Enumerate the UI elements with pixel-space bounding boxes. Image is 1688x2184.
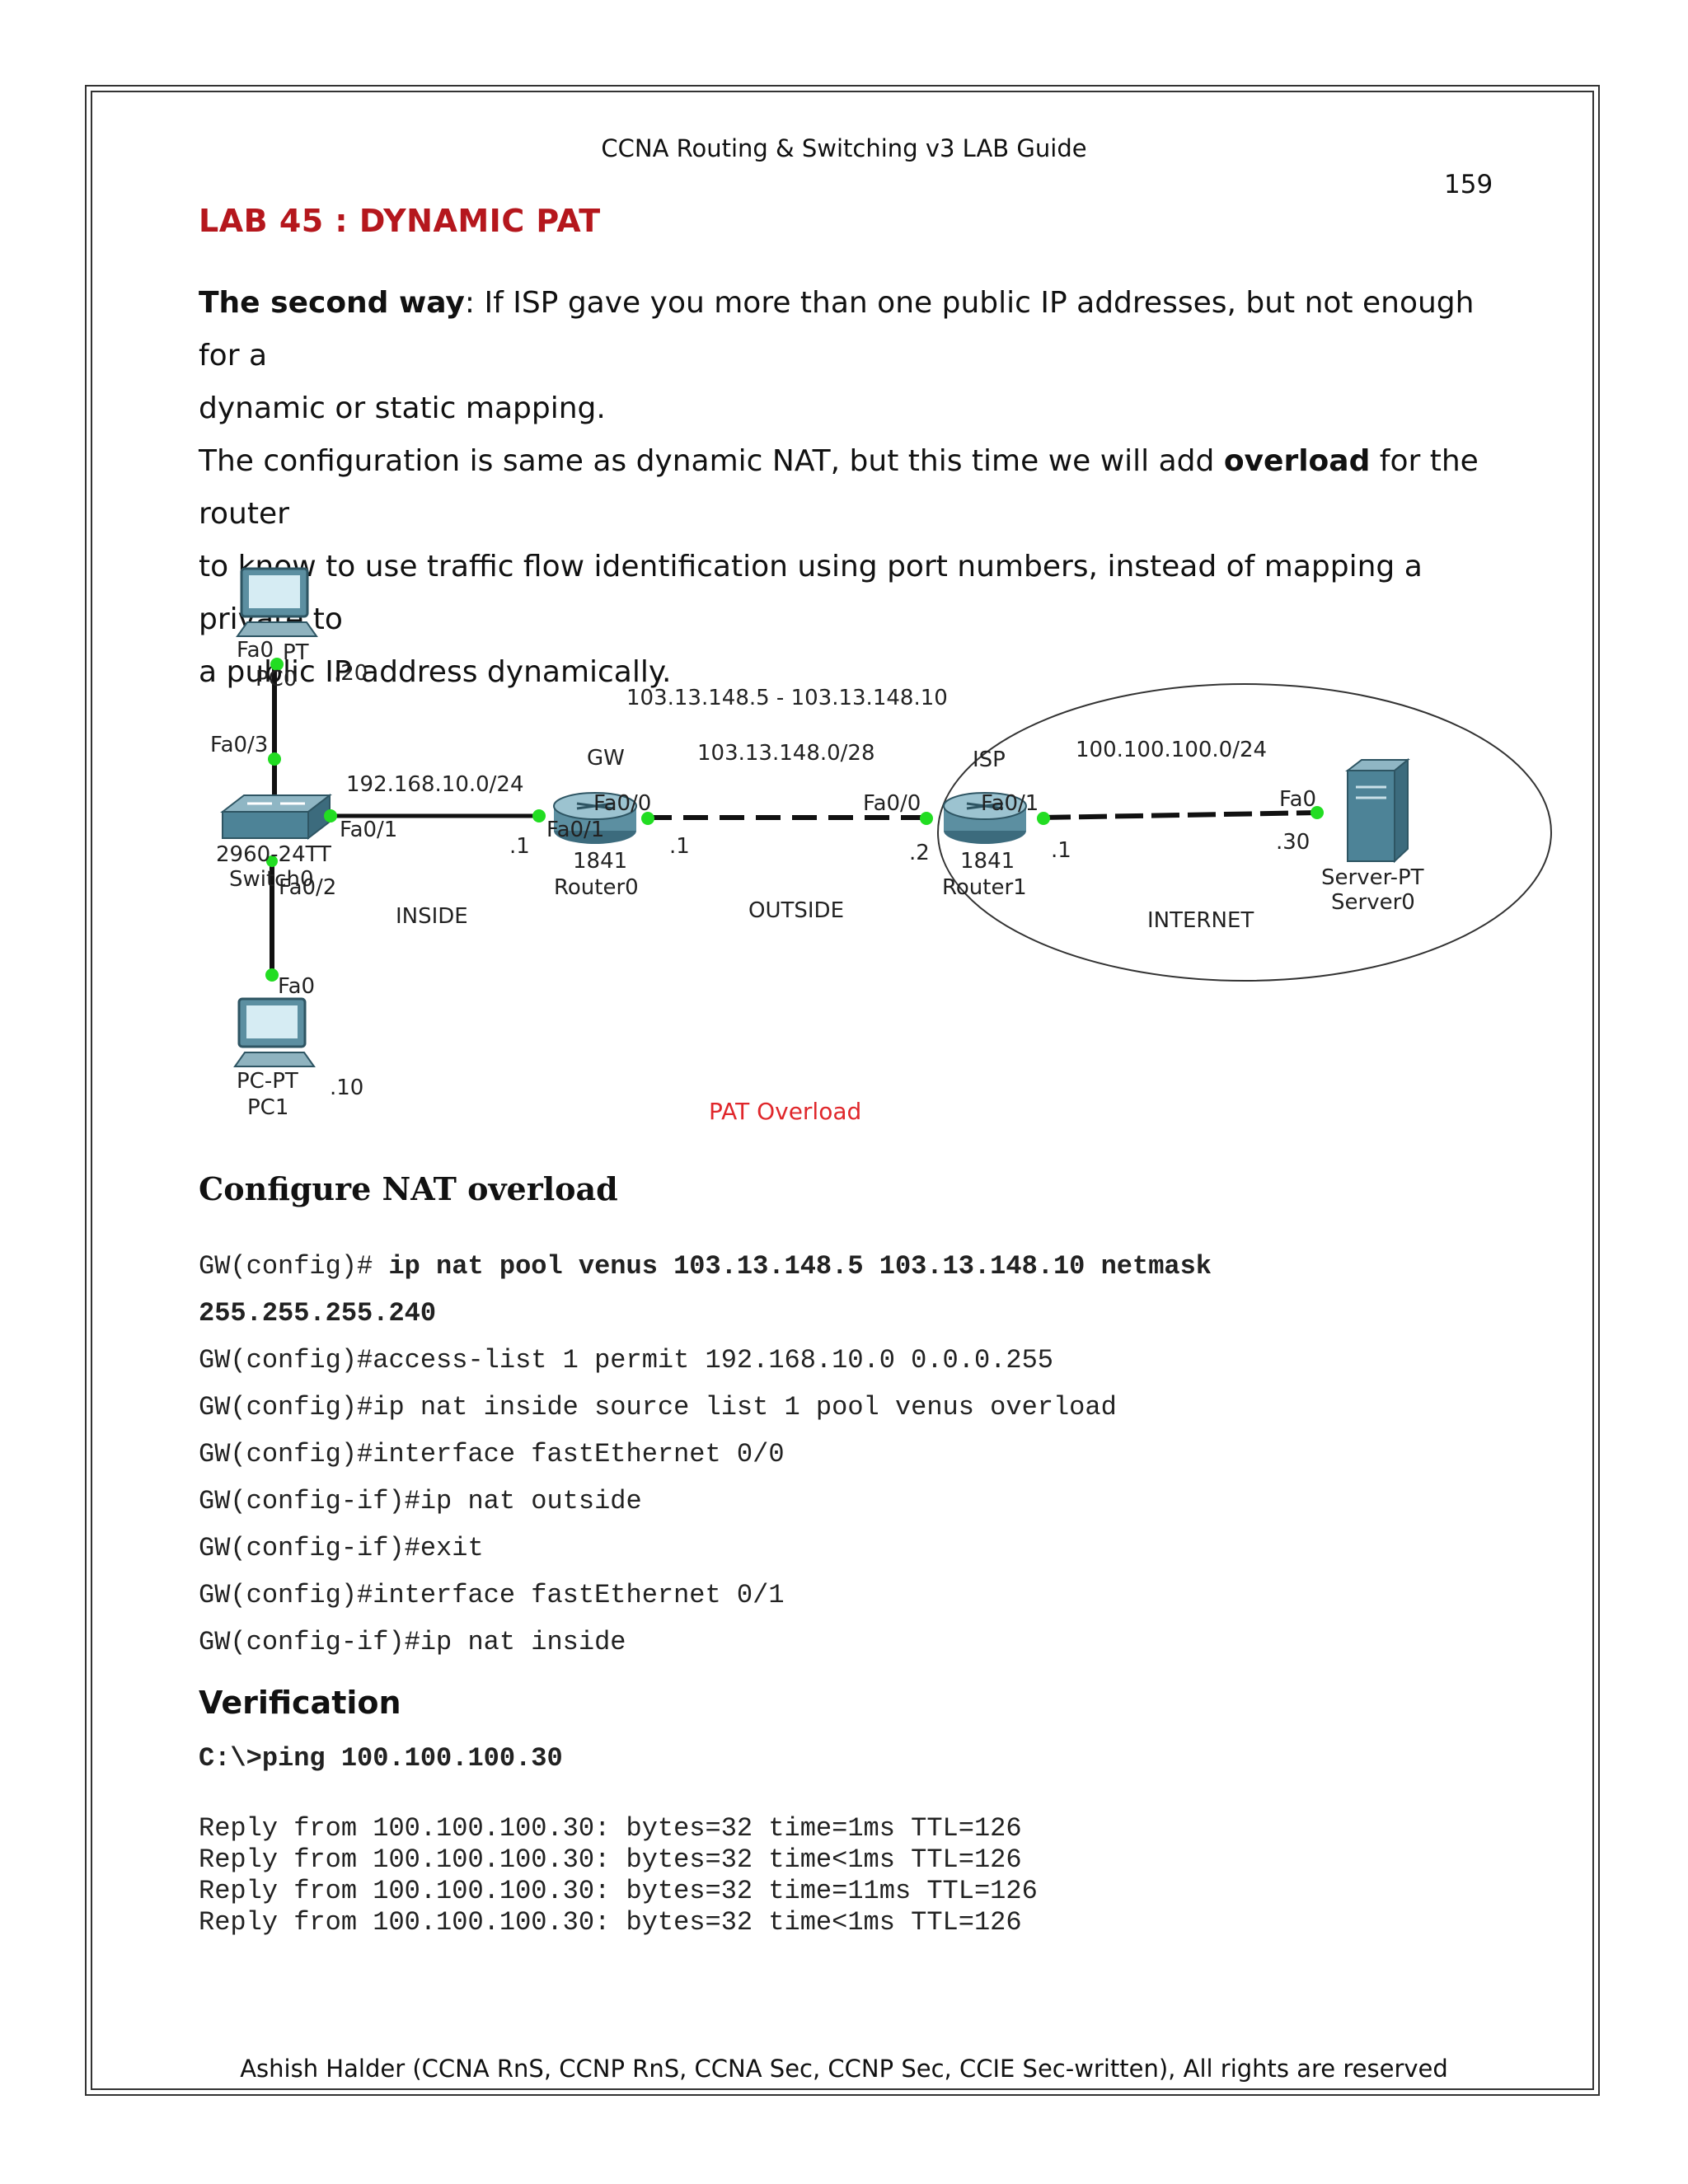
- config-netmask: 255.255.255.240: [199, 1298, 437, 1329]
- zone-inside: INSIDE: [396, 904, 468, 929]
- isp-router-icon[interactable]: [943, 792, 1027, 844]
- config-line: GW(config)#ip nat inside source list 1 p…: [199, 1392, 1117, 1422]
- link-dot: [268, 752, 281, 766]
- gw-ip-out: .1: [669, 834, 690, 859]
- intro-line3-pre: The configuration is same as dynamic NAT…: [199, 444, 1224, 478]
- verification-heading: Verification: [199, 1685, 401, 1721]
- gw-ip-in: .1: [509, 834, 530, 859]
- intro-line2: dynamic or static mapping.: [199, 391, 606, 425]
- intro-line3-post: for the router: [199, 444, 1479, 531]
- link-dot: [1037, 812, 1050, 825]
- switch-icon[interactable]: [220, 793, 332, 841]
- intro-lead: The second way: [199, 286, 465, 320]
- ping-reply: Reply from 100.100.100.30: bytes=32 time…: [199, 1813, 1022, 1844]
- link-dot: [641, 812, 654, 825]
- zone-outside: OUTSIDE: [748, 898, 844, 923]
- ping-reply: Reply from 100.100.100.30: bytes=32 time…: [199, 1844, 1022, 1875]
- gw-name: Router0: [554, 875, 639, 900]
- pc0-name: PC0: [256, 667, 297, 691]
- internet-net: 100.100.100.0/24: [1076, 738, 1267, 762]
- isp-name: Router1: [942, 875, 1027, 900]
- link-dot: [266, 855, 278, 867]
- isp-ip-in: .2: [909, 841, 930, 865]
- gw-iface-in: Fa0/1: [546, 818, 604, 842]
- zone-internet: INTERNET: [1147, 908, 1254, 933]
- network-topology-diagram: Fa0 PT PC0 .20 Fa0/3 Fa0/1 2960-24TT Swi…: [210, 567, 1552, 1125]
- link-dot: [270, 658, 284, 671]
- pc0-ip: .20: [334, 661, 368, 686]
- ping-reply: Reply from 100.100.100.30: bytes=32 time…: [199, 1907, 1022, 1938]
- ping-command: C:\>ping 100.100.100.30: [199, 1743, 563, 1774]
- diagram-caption: PAT Overload: [709, 1098, 861, 1125]
- config-line: GW(config-if)#exit: [199, 1533, 484, 1563]
- pc1-model: PC-PT: [237, 1069, 298, 1094]
- pc1-name: PC1: [247, 1095, 288, 1120]
- inside-net: 192.168.10.0/24: [346, 772, 524, 797]
- link-dot: [1311, 806, 1324, 819]
- intro-line4: to know to use traffic flow identificati…: [199, 550, 1423, 636]
- pc0-model: PT: [283, 640, 309, 665]
- outside-net: 103.13.148.0/28: [697, 741, 875, 766]
- lab-title: LAB 45 : DYNAMIC PAT: [199, 203, 601, 239]
- gw-router-icon[interactable]: [553, 792, 637, 844]
- pc0-iface: Fa0: [237, 638, 274, 663]
- switch-name: Switch0: [229, 867, 314, 892]
- server-icon[interactable]: [1345, 757, 1410, 864]
- isp-model: 1841: [960, 849, 1015, 874]
- pc1-ip: .10: [330, 1076, 363, 1100]
- pc0-icon[interactable]: [236, 567, 318, 637]
- config-line: GW(config)#interface fastEthernet 0/1: [199, 1580, 785, 1610]
- link-dot: [324, 809, 337, 823]
- config-line: GW(config-if)#ip nat outside: [199, 1486, 642, 1516]
- internet-zone-ellipse: [937, 683, 1552, 982]
- server-model: Server-PT: [1321, 865, 1424, 890]
- link-dot: [532, 809, 546, 823]
- gw-model: 1841: [573, 849, 627, 874]
- server-iface: Fa0: [1279, 787, 1316, 812]
- link-dot: [265, 968, 279, 982]
- intro-line1: : If ISP gave you more than one public I…: [199, 286, 1475, 373]
- pool-range: 103.13.148.5 - 103.13.148.10: [626, 686, 948, 710]
- isp-iface-out: Fa0/1: [981, 791, 1039, 816]
- server-ip: .30: [1276, 830, 1310, 855]
- config-line: GW(config)#interface fastEthernet 0/0: [199, 1439, 785, 1469]
- config-line-2: 255.255.255.240: [199, 1298, 436, 1329]
- isp-ip-out: .1: [1051, 838, 1071, 863]
- link-isp-server: [1042, 810, 1320, 820]
- isp-label: ISP: [973, 748, 1006, 772]
- config-prompt: GW(config)#: [199, 1251, 389, 1282]
- config-line: GW(config)#access-list 1 permit 192.168.…: [199, 1345, 1053, 1376]
- page-border-inner: [91, 91, 1594, 2090]
- gw-label: GW: [587, 746, 625, 771]
- config-line: GW(config-if)#ip nat inside: [199, 1627, 626, 1657]
- page-border-outer: [85, 85, 1600, 2096]
- link-dot: [920, 812, 933, 825]
- intro-paragraph: The second way: If ISP gave you more tha…: [199, 277, 1501, 699]
- running-header: CCNA Routing & Switching v3 LAB Guide: [601, 134, 1087, 162]
- switch-port-down: Fa0/2: [279, 875, 336, 900]
- switch-port-up: Fa0/3: [210, 733, 268, 757]
- switch-model: 2960-24TT: [216, 842, 331, 867]
- config-line-1: GW(config)# ip nat pool venus 103.13.148…: [199, 1251, 1212, 1282]
- config-pool-cmd: ip nat pool venus 103.13.148.5 103.13.14…: [388, 1251, 1212, 1282]
- page-number: 159: [1444, 170, 1493, 199]
- ping-reply: Reply from 100.100.100.30: bytes=32 time…: [199, 1876, 1038, 1906]
- isp-iface-in: Fa0/0: [863, 791, 921, 816]
- pc1-icon[interactable]: [233, 997, 316, 1067]
- page-footer: Ashish Halder (CCNA RnS, CCNP RnS, CCNA …: [240, 2055, 1448, 2083]
- intro-line3-bold: overload: [1223, 444, 1371, 478]
- switch-port-right: Fa0/1: [340, 818, 397, 842]
- config-heading: Configure NAT overload: [199, 1170, 618, 1207]
- server-name: Server0: [1331, 890, 1415, 915]
- gw-iface-out: Fa0/0: [593, 791, 651, 816]
- pc1-iface: Fa0: [278, 974, 315, 999]
